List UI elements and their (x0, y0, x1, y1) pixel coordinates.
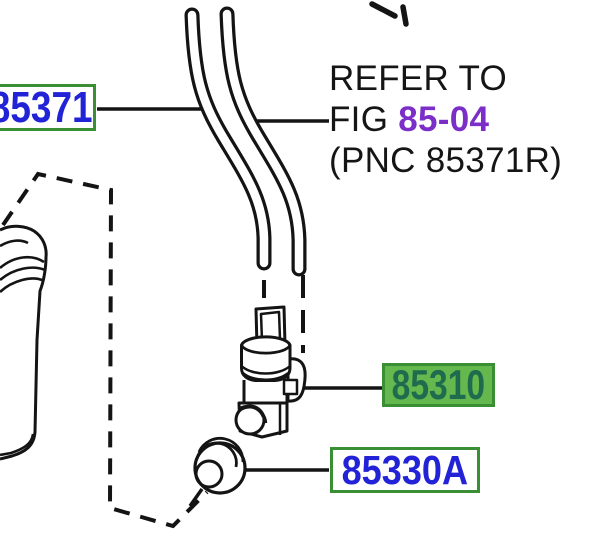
fig-number: 85-04 (398, 100, 490, 139)
dashed-mounting-outline (1, 171, 209, 529)
callout-85310[interactable]: 85310 (382, 363, 495, 407)
tank-rim-ridges (0, 255, 46, 293)
part-number-85310: 85310 (391, 361, 486, 408)
pump-body-seams (240, 364, 291, 381)
refer-note: REFER TO FIG 85-04 (PNC 85371R) (329, 58, 562, 181)
tank-body-fill (0, 226, 47, 459)
grommet-ribs (195, 436, 245, 468)
grommet-tail (188, 487, 204, 508)
hose-right-core (222, 9, 304, 274)
refer-note-line3: (PNC 85371R) (329, 141, 563, 180)
top-right-dashes (369, 1, 409, 27)
dash-segment (369, 1, 398, 19)
refer-note-line1: REFER TO (329, 59, 508, 98)
pump-body-top-ellipse-front (240, 344, 292, 355)
hose-left-core (187, 10, 269, 268)
washer-tank (0, 224, 48, 461)
tank-outline (0, 224, 48, 461)
grommet (188, 436, 247, 508)
part-number-85371: 85371 (0, 82, 93, 132)
callout-85371[interactable]: 85371 (0, 84, 96, 131)
grommet-inner (194, 459, 224, 489)
dash-segment (400, 4, 409, 27)
callout-85330A[interactable]: 85330A (330, 447, 480, 493)
hose-connector-dashes (262, 275, 305, 353)
pump-lower-body (242, 380, 289, 403)
pump-nozzle-ribs (235, 404, 268, 424)
part-number-85330A: 85330A (341, 446, 469, 493)
leader-lines (97, 107, 329, 123)
tank-lid-inner-line (0, 239, 29, 248)
fig-prefix: FIG (329, 100, 399, 139)
washer-hoses (184, 6, 307, 277)
tank-bottom-inner-line (0, 433, 35, 457)
pump-tab-notch (282, 378, 299, 396)
pump-body (240, 335, 292, 382)
washer-pump (234, 305, 307, 439)
refer-note-line2: FIG 85-04 (329, 99, 562, 140)
